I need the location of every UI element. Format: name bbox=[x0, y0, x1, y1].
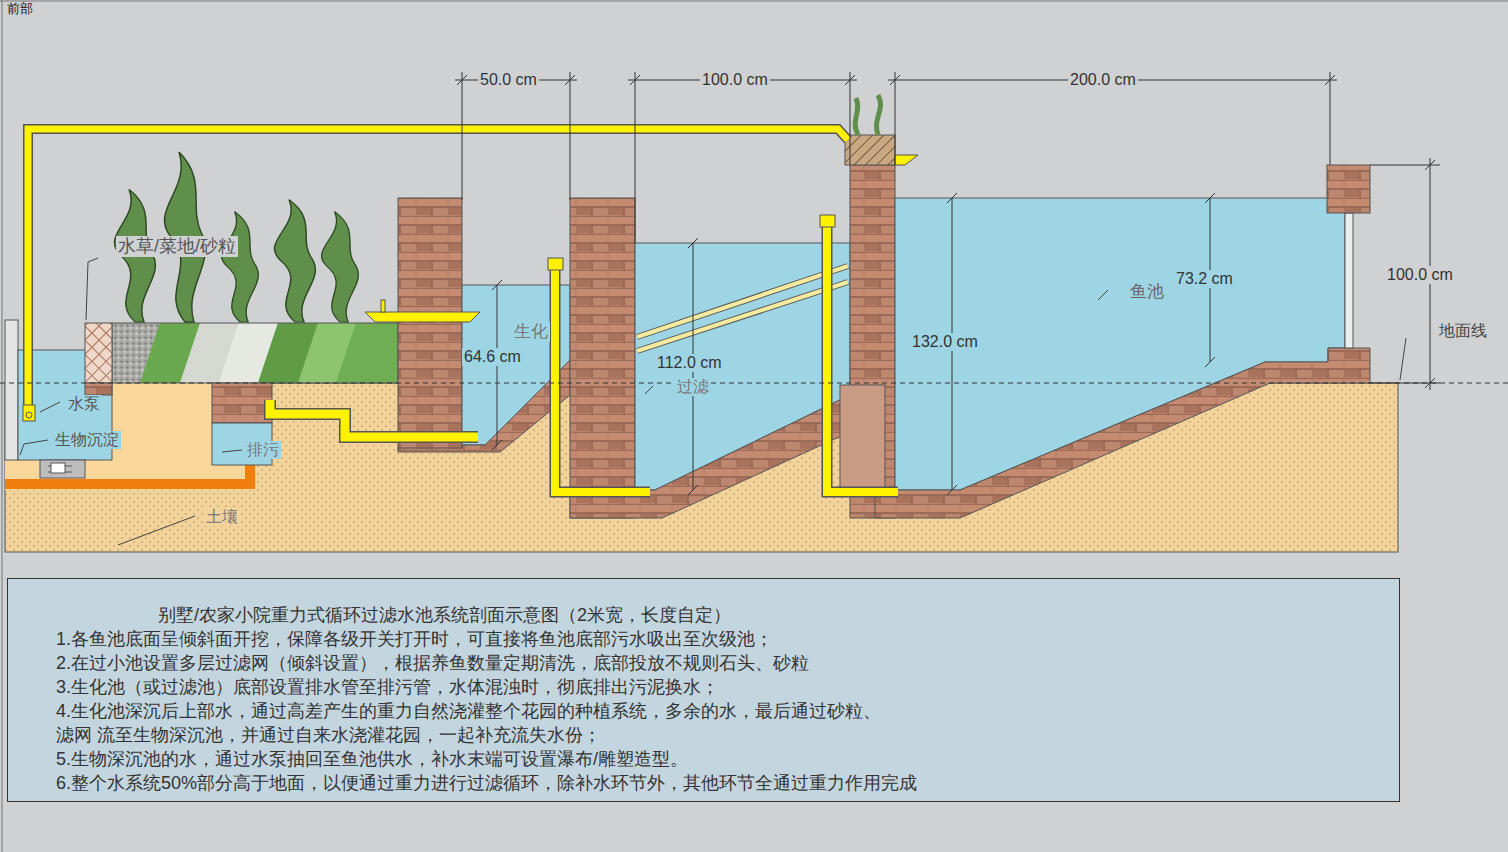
corner-tag: 前部 bbox=[5, 2, 35, 17]
notes-panel: 别墅/农家小院重力式循环过滤水池系统剖面示意图（2米宽，长度自定）1.各鱼池底面… bbox=[7, 578, 1400, 802]
dimension-text: 132.0 cm bbox=[910, 333, 980, 351]
dimension-text: 112.0 cm bbox=[655, 354, 724, 372]
pond-label: 鱼池 bbox=[1128, 282, 1166, 302]
dimension-text: 200.0 cm bbox=[1068, 71, 1138, 89]
pond-label: 过滤 bbox=[675, 378, 711, 396]
note-line: 3.生化池（或过滤池）底部设置排水管至排污管，水体混浊时，彻底排出污泥换水； bbox=[56, 675, 1056, 699]
dimension-text: 100.0 cm bbox=[1385, 266, 1455, 284]
note-line: 6.整个水系统50%部分高于地面，以便通过重力进行过滤循环，除补水环节外，其他环… bbox=[56, 771, 1056, 795]
note-line: 1.各鱼池底面呈倾斜面开挖，保障各级开关打开时，可直接将鱼池底部污水吸出至次级池… bbox=[56, 627, 1056, 651]
soil-label: 土壤 bbox=[204, 508, 240, 526]
drain-label: 排污 bbox=[245, 441, 281, 459]
bed-label: 水草/菜地/砂粒 bbox=[116, 236, 238, 257]
pond-label: 生化 bbox=[512, 322, 550, 342]
dimension-text: 73.2 cm bbox=[1174, 270, 1235, 288]
dimension-text: 50.0 cm bbox=[478, 71, 539, 89]
note-line: 5.生物深沉池的水，通过水泵抽回至鱼池供水，补水末端可设置瀑布/雕塑造型。 bbox=[56, 747, 1056, 771]
dimension-text: 64.6 cm bbox=[462, 348, 523, 366]
tank-label: 生物沉淀 bbox=[53, 431, 121, 449]
ground-line-label: 地面线 bbox=[1437, 322, 1489, 340]
note-line: 4.生化池深沉后上部水，通过高差产生的重力自然浇灌整个花园的种植系统，多余的水，… bbox=[56, 699, 896, 747]
pump-label: 水泵 bbox=[66, 395, 102, 413]
panel-heading: 别墅/农家小院重力式循环过滤水池系统剖面示意图（2米宽，长度自定） bbox=[158, 603, 1389, 627]
note-line: 2.在过小池设置多层过滤网（倾斜设置），根据养鱼数量定期清洗，底部投放不规则石头… bbox=[56, 651, 1056, 675]
dimension-text: 100.0 cm bbox=[700, 71, 770, 89]
